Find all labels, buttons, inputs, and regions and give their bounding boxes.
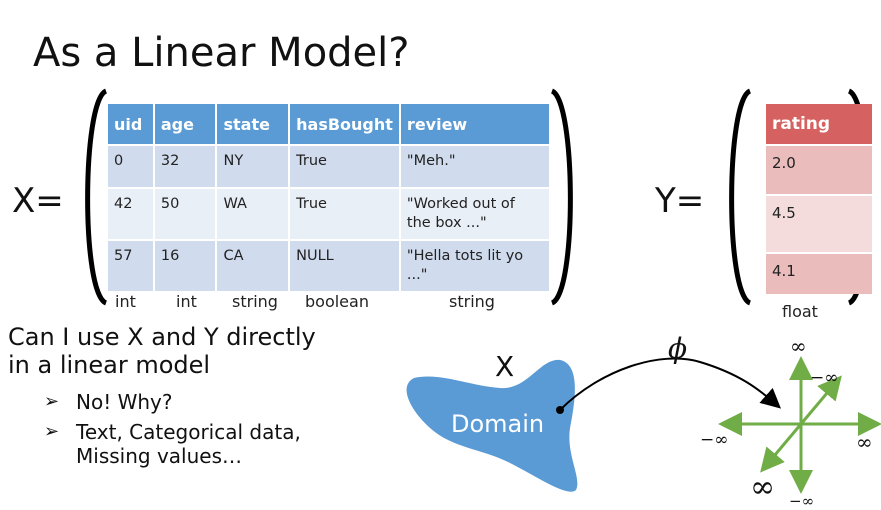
table-cell: CA	[217, 239, 291, 291]
column-header-state: state	[217, 104, 291, 144]
table-cell: NY	[217, 144, 291, 187]
table-cell: True	[290, 187, 401, 239]
column-header-review: review	[400, 104, 549, 144]
table-cell: 2.0	[766, 144, 872, 194]
table-row: 4.1	[766, 252, 872, 294]
table-cell: NULL	[290, 239, 401, 291]
x-matrix-label: X=	[12, 181, 64, 221]
neg-infinity-left: −∞	[700, 430, 729, 450]
domain-x-label: X	[495, 350, 515, 383]
table-cell: True	[290, 144, 401, 187]
type-label: int	[115, 292, 136, 311]
arrow-bullet-icon: ➢	[44, 421, 60, 442]
table-cell: 4.1	[766, 252, 872, 294]
phi-label: ϕ	[668, 332, 688, 365]
table-cell: 0	[108, 144, 155, 187]
bullet-item: ➢ Text, Categorical data,	[44, 420, 301, 444]
bullet-list: ➢ No! Why? ➢ Text, Categorical data, Mis…	[44, 390, 301, 474]
table-row: 2.0	[766, 144, 872, 194]
y-data-table: rating 2.0 4.5 4.1	[766, 104, 872, 294]
table-cell: "Worked out of the box ..."	[400, 187, 549, 239]
y-matrix-label: Y=	[655, 181, 705, 221]
infinity-right: ∞	[856, 430, 873, 454]
question-line: Can I use X and Y directly	[8, 323, 316, 351]
bullet-text: Text, Categorical data,	[76, 420, 301, 444]
type-label: boolean	[305, 292, 369, 311]
column-header-hasbought: hasBought	[290, 104, 401, 144]
bullet-text: Missing values…	[76, 444, 242, 468]
infinity-large: ∞	[750, 470, 775, 505]
neg-infinity-top: −∞	[810, 368, 839, 388]
y-type-label: float	[782, 302, 818, 321]
table-cell: "Hella tots lit yo ..."	[400, 239, 549, 291]
bullet-text: No! Why?	[76, 390, 173, 414]
question-text: Can I use X and Y directly in a linear m…	[8, 323, 316, 379]
column-header-age: age	[154, 104, 218, 144]
domain-blob	[406, 359, 578, 492]
bullet-item: ➢ No! Why?	[44, 390, 301, 414]
arrow-bullet-icon: ➢	[44, 391, 60, 412]
type-label: int	[176, 292, 197, 311]
table-cell: 4.5	[766, 194, 872, 252]
table-cell: "Meh."	[400, 144, 549, 187]
table-cell: 57	[108, 239, 155, 291]
table-cell: 50	[154, 187, 218, 239]
table-cell: 32	[154, 144, 218, 187]
x-right-paren	[550, 88, 573, 306]
axes	[718, 356, 881, 494]
x-data-table: uid age state hasBought review 0 32 NY T…	[108, 104, 549, 291]
y-left-paren	[729, 88, 752, 306]
table-row: 57 16 CA NULL "Hella tots lit yo ..."	[108, 239, 549, 291]
type-label: string	[232, 292, 278, 311]
column-header-rating: rating	[766, 104, 872, 144]
column-header-uid: uid	[108, 104, 155, 144]
axis-diagonal-up	[799, 375, 842, 425]
neg-infinity-bottom: −∞	[789, 492, 815, 510]
table-cell: 42	[108, 187, 155, 239]
bullet-item-continuation: Missing values…	[44, 444, 301, 468]
table-row: 0 32 NY True "Meh."	[108, 144, 549, 187]
domain-label: Domain	[451, 410, 545, 438]
table-row: 42 50 WA True "Worked out of the box ...…	[108, 187, 549, 239]
x-left-paren	[85, 88, 108, 306]
mapping-arrow	[559, 357, 781, 411]
table-cell: WA	[217, 187, 291, 239]
table-row: 4.5	[766, 194, 872, 252]
table-cell: 16	[154, 239, 218, 291]
type-label: string	[449, 292, 495, 311]
slide-title: As a Linear Model?	[33, 30, 410, 76]
infinity-top: ∞	[790, 334, 807, 358]
question-line: in a linear model	[8, 351, 211, 379]
axis-diagonal-down	[760, 423, 803, 473]
